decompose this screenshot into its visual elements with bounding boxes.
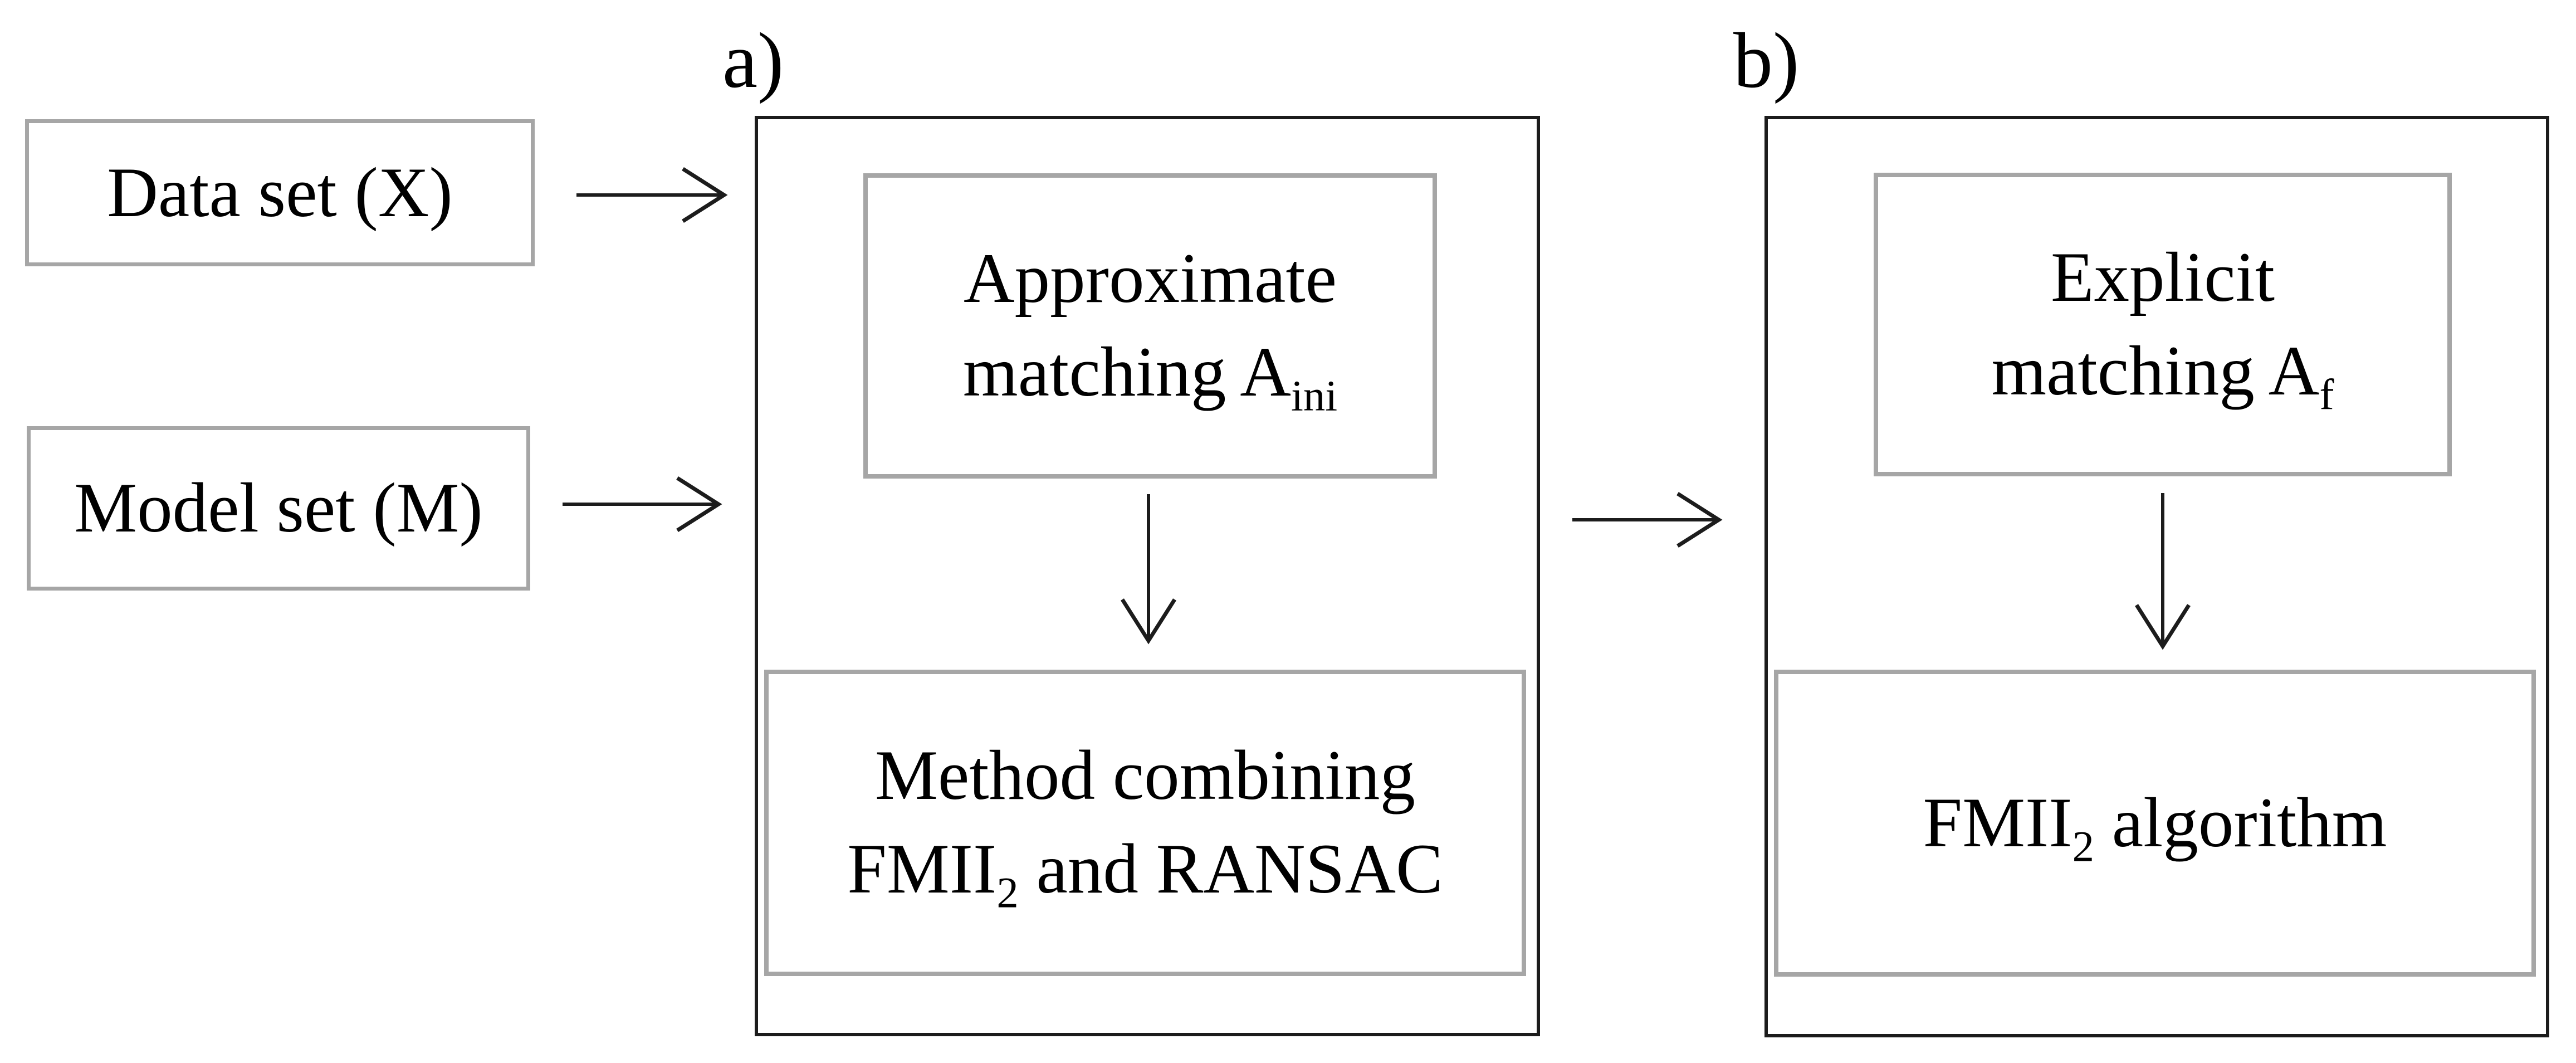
model-set-label: Model set (M) — [74, 469, 483, 548]
explicit-matching-line2-base: matching A — [1991, 331, 2320, 410]
method-combining-subscript: 2 — [996, 869, 1019, 918]
fmii2-algorithm-text: algorithm — [2094, 783, 2387, 862]
arrow-model-to-panel-a — [563, 476, 722, 532]
fmii2-algorithm-subscript: 2 — [2072, 822, 2094, 871]
approximate-matching-line2: matching Aini — [963, 326, 1337, 420]
panel-b-label: b) — [1733, 16, 1800, 104]
approximate-matching-line1: Approximate — [963, 240, 1337, 318]
explicit-matching-line2: matching Af — [1991, 325, 2334, 418]
panel-a-label: a) — [722, 16, 784, 104]
method-combining-fmii: FMII — [847, 830, 997, 908]
data-set-box: Data set (X) — [25, 119, 535, 266]
method-combining-line2: FMII2 and RANSAC — [847, 823, 1443, 916]
method-combining-box: Method combining FMII2 and RANSAC — [764, 670, 1526, 976]
approximate-matching-line2-base: matching A — [962, 333, 1291, 411]
method-combining-line1: Method combining — [874, 737, 1416, 815]
approximate-matching-box: Approximate matching Aini — [863, 173, 1437, 479]
method-combining-ransac: and RANSAC — [1018, 830, 1443, 908]
model-set-box: Model set (M) — [27, 426, 530, 591]
data-set-label: Data set (X) — [107, 153, 453, 232]
fmii2-algorithm-box: FMII2 algorithm — [1774, 670, 2536, 977]
fmii2-algorithm-fmii: FMII — [1923, 783, 2072, 862]
explicit-matching-subscript: f — [2319, 370, 2334, 419]
explicit-matching-box: Explicit matching Af — [1874, 173, 2452, 476]
arrow-panel-a-to-panel-b — [1572, 492, 1723, 548]
fmii2-algorithm-line: FMII2 algorithm — [1923, 777, 2387, 870]
approximate-matching-subscript: ini — [1291, 372, 1338, 421]
explicit-matching-line1: Explicit — [2050, 238, 2275, 316]
arrow-data-to-panel-a — [576, 167, 728, 223]
